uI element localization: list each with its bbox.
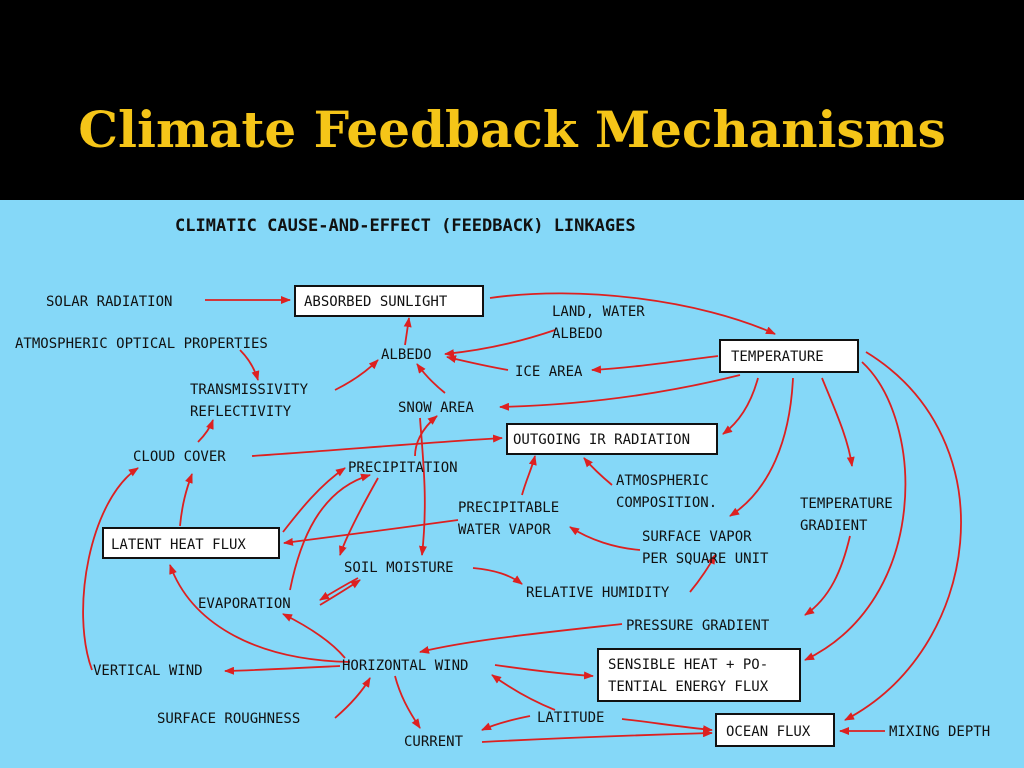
node-reflectivity: REFLECTIVITY (190, 404, 292, 420)
slide-title: Climate Feedback Mechanisms (78, 100, 946, 159)
arrow-temperature-to-snow (499, 374, 741, 411)
arrow-vertical-to-cloud (82, 467, 139, 671)
arrow-atmcomp-to-outgoing (583, 457, 613, 486)
node-ocean-flux: OCEAN FLUX (726, 724, 811, 740)
ocean-flux-box (715, 713, 835, 747)
node-pressure-gradient: PRESSURE GRADIENT (626, 618, 770, 634)
arrow-surfacevapor-to-pwv (569, 526, 641, 551)
arrow-cloud-to-transmissivity (197, 419, 214, 443)
node-temperature: TEMPERATURE (731, 349, 824, 365)
arrow-temperature-to-ocean (844, 351, 962, 721)
arrow-snow-to-soil (418, 417, 427, 556)
node-surface-vapor: SURFACE VAPOR (642, 529, 752, 545)
node-atmospheric-optical-properties: ATMOSPHERIC OPTICAL PROPERTIES (15, 336, 268, 352)
node-cloud-cover: CLOUD COVER (133, 449, 226, 465)
arrow-temperature-to-surfacevapor (729, 377, 794, 517)
node-precipitation: PRECIPITATION (348, 460, 458, 476)
arrow-pwv-to-latent (283, 519, 459, 546)
node-land-water-albedo: ALBEDO (552, 326, 603, 342)
node-potential-energy-flux: TENTIAL ENERGY FLUX (608, 679, 769, 695)
arrow-snow-to-albedo (416, 363, 446, 394)
node-ice-area: ICE AREA (515, 364, 583, 380)
node-water-vapor: WATER VAPOR (458, 522, 551, 538)
arrow-evaporation-to-precipitation (289, 473, 371, 591)
arrow-ice-to-albedo (446, 355, 509, 371)
feedback-arrows (82, 292, 962, 743)
arrow-aop-to-transmissivity (239, 349, 260, 381)
arrow-latent-to-cloud (179, 473, 193, 527)
arrow-horizontal-to-latent (169, 564, 351, 663)
node-albedo: ALBEDO (381, 347, 432, 363)
arrow-temperature-to-outgoing (722, 377, 759, 435)
node-evaporation: EVAPORATION (198, 596, 291, 612)
absorbed-sunlight-box (294, 285, 484, 317)
node-solar-radiation: SOLAR RADIATION (46, 294, 172, 310)
node-latitude: LATITUDE (537, 710, 604, 726)
node-soil-moisture: SOIL MOISTURE (344, 560, 454, 576)
arrow-horizontal-to-sensible (494, 664, 594, 680)
arrow-latitude-to-ocean (621, 718, 713, 734)
arrow-horizontal-to-evaporation (282, 613, 346, 659)
arrow-latent-to-precipitation (282, 467, 346, 533)
node-precipitable: PRECIPITABLE (458, 500, 559, 516)
arrow-soil-to-evaporation (319, 577, 359, 601)
arrow-albedo-to-absorbed (403, 317, 412, 346)
arrow-temperature-to-ice (591, 355, 719, 374)
arrow-transmissivity-to-albedo (334, 359, 379, 391)
sensible-heat-box (597, 648, 801, 702)
node-horizontal-wind: HORIZONTAL WIND (342, 658, 468, 674)
node-current: CURRENT (404, 734, 464, 750)
node-transmissivity: TRANSMISSIVITY (190, 382, 309, 398)
node-relative-humidity: RELATIVE HUMIDITY (526, 585, 670, 601)
node-temperature-gradient: TEMPERATURE (800, 496, 893, 512)
node-atmospheric-composition: ATMOSPHERIC (616, 473, 709, 489)
arrow-soil-to-relhumidity (472, 567, 523, 585)
arrow-temperature-to-sensible (804, 361, 907, 661)
node-outgoing-ir-radiation: OUTGOING IR RADIATION (513, 432, 690, 448)
arrow-absorbed-to-temperature (489, 292, 776, 335)
node-surface-roughness: SURFACE ROUGHNESS (157, 711, 300, 727)
node-labels: SOLAR RADIATION ABSORBED SUNLIGHT LAND, … (15, 294, 990, 750)
node-temperature-gradient-2: GRADIENT (800, 518, 868, 534)
outgoing-ir-box (506, 423, 718, 455)
latent-heat-flux-box (102, 527, 280, 559)
arrow-current-to-ocean (481, 729, 713, 743)
arrow-landwater-to-albedo (444, 329, 556, 358)
arrow-pressure-sensible-to-rh (689, 554, 716, 593)
node-sensible-heat: SENSIBLE HEAT + PO- (608, 657, 768, 673)
node-snow-area: SNOW AREA (398, 400, 474, 416)
node-vertical-wind: VERTICAL WIND (93, 663, 203, 679)
node-atmospheric-composition-2: COMPOSITION. (616, 495, 717, 511)
arrow-pwv-to-outgoing (521, 455, 537, 496)
arrow-precipitation-to-snow (414, 415, 438, 457)
node-per-square-unit: PER SQUARE UNIT (642, 551, 769, 567)
diagram-heading: CLIMATIC CAUSE-AND-EFFECT (FEEDBACK) LIN… (175, 216, 636, 236)
arrow-cloud-to-outgoing (251, 434, 503, 457)
diagram-panel: CLIMATIC CAUSE-AND-EFFECT (FEEDBACK) LIN… (0, 200, 1024, 768)
arrow-evaporation-to-soil (319, 579, 361, 606)
arrow-roughness-to-horizontal (334, 677, 371, 719)
arrow-temperature-to-tempgradient (821, 377, 855, 467)
node-absorbed-sunlight: ABSORBED SUNLIGHT (304, 294, 448, 310)
arrow-horizontal-to-current (394, 675, 421, 729)
arrow-precipitation-to-soil (339, 477, 379, 556)
node-latent-heat-flux: LATENT HEAT FLUX (111, 537, 246, 553)
temperature-box (719, 339, 859, 373)
arrow-latitude-to-horizontal (491, 674, 556, 711)
arrow-horizontal-to-vertical (224, 665, 341, 675)
node-land-water: LAND, WATER (552, 304, 645, 320)
node-mixing-depth: MIXING DEPTH (889, 724, 990, 740)
arrow-tempgradient-to-pressure (804, 535, 851, 616)
arrow-pressure-to-horizontal (419, 623, 623, 654)
feedback-diagram: CLIMATIC CAUSE-AND-EFFECT (FEEDBACK) LIN… (15, 216, 990, 750)
arrow-latitude-to-current (481, 715, 531, 731)
